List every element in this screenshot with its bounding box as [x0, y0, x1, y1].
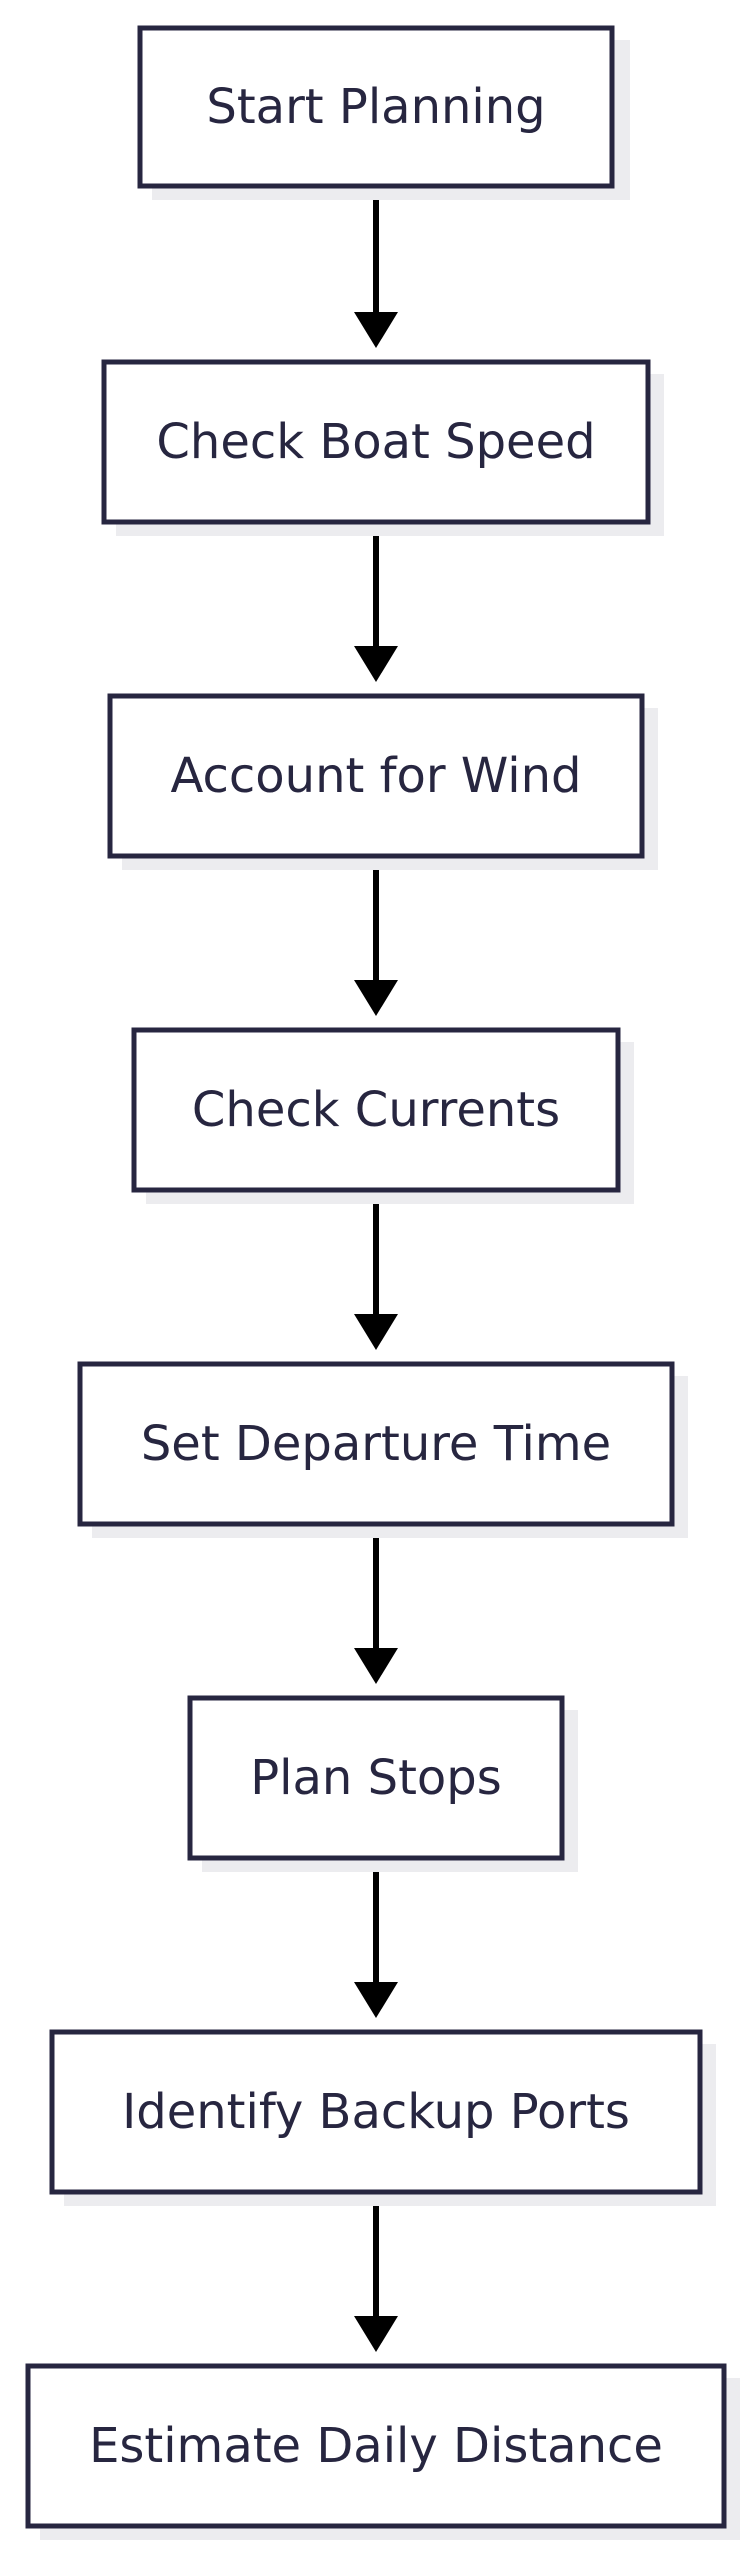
edge-wind-to-currents	[354, 856, 398, 1016]
node-label: Check Currents	[192, 1082, 560, 1138]
node-plan-stops: Plan Stops	[187, 1695, 578, 1872]
node-label: Start Planning	[206, 79, 545, 135]
edge-stops-to-backup-ports	[354, 1858, 398, 2018]
edge-boat-speed-to-wind	[354, 522, 398, 682]
edge-backup-ports-to-daily-distance	[354, 2192, 398, 2352]
node-label: Estimate Daily Distance	[89, 2418, 663, 2474]
node-check-currents: Check Currents	[131, 1027, 634, 1204]
edge-departure-to-stops	[354, 1524, 398, 1684]
node-label: Account for Wind	[171, 748, 582, 804]
node-estimate-daily-distance: Estimate Daily Distance	[25, 2363, 740, 2540]
node-label: Identify Backup Ports	[122, 2084, 630, 2140]
node-check-boat-speed: Check Boat Speed	[101, 359, 664, 536]
node-set-departure-time: Set Departure Time	[77, 1361, 688, 1538]
node-label: Set Departure Time	[141, 1416, 611, 1472]
edge-currents-to-departure	[354, 1190, 398, 1350]
node-label: Check Boat Speed	[156, 414, 595, 470]
node-start-planning: Start Planning	[137, 25, 630, 200]
node-identify-backup-ports: Identify Backup Ports	[49, 2029, 716, 2206]
node-account-for-wind: Account for Wind	[107, 693, 658, 870]
node-label: Plan Stops	[250, 1750, 502, 1806]
edge-start-to-boat-speed	[354, 186, 398, 348]
